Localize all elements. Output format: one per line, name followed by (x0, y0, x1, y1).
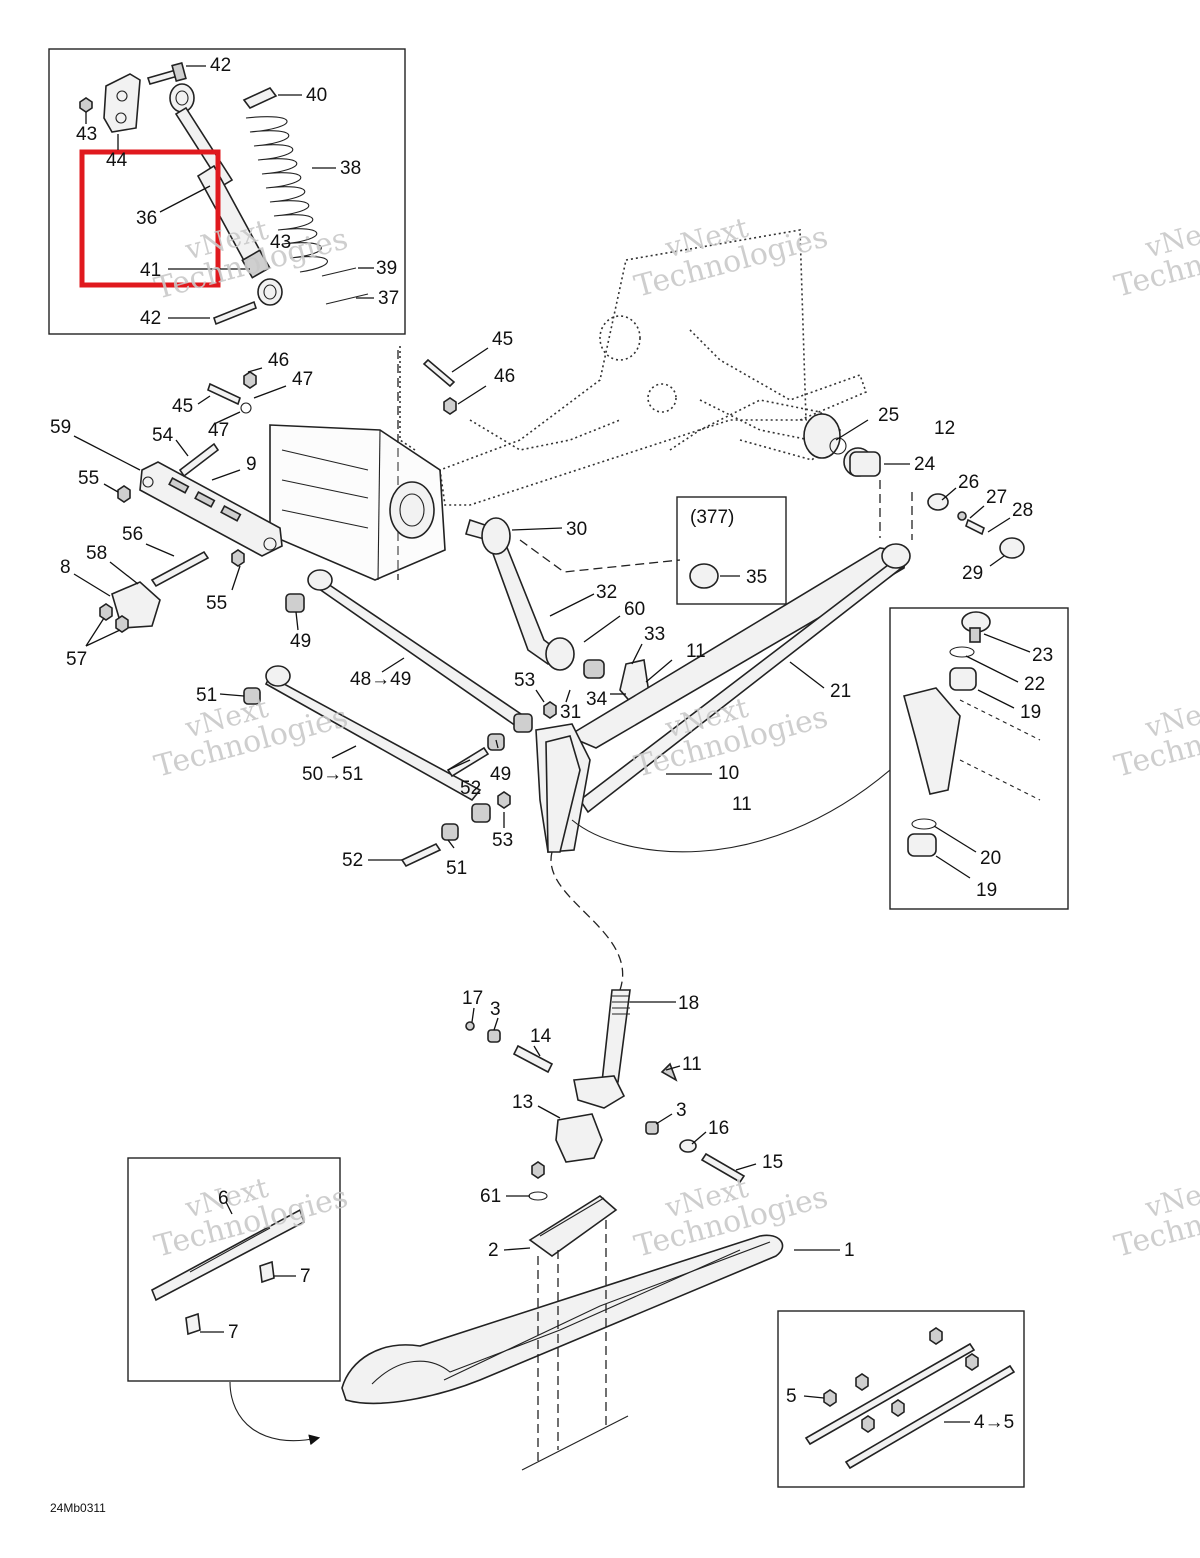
callout-41: 41 (140, 260, 161, 281)
callout-19b: 19 (976, 880, 997, 901)
callout-58: 58 (86, 543, 107, 564)
callout-18: 18 (678, 993, 699, 1014)
callout-21: 21 (830, 681, 851, 702)
carbide-inset (127, 1157, 341, 1382)
callout-49a: 49 (290, 631, 311, 652)
highlight-box (79, 149, 221, 288)
callout-42a: 42 (210, 55, 231, 76)
callout-45a: 45 (492, 329, 513, 350)
shock-inset (48, 48, 406, 335)
callout-43a: 43 (76, 124, 97, 145)
runner-inset (777, 1310, 1025, 1488)
callout-52b: 52 (342, 850, 363, 871)
callout-36: 36 (136, 208, 157, 229)
spindle-inset (889, 607, 1069, 910)
callout-44: 44 (106, 150, 128, 171)
callout-40: 40 (306, 85, 327, 106)
callout-59: 59 (50, 417, 71, 438)
callout-27: 27 (986, 487, 1007, 508)
callout-46b: 46 (494, 366, 515, 387)
callout-55b: 55 (206, 593, 227, 614)
callout-12: 12 (934, 418, 955, 439)
callout-17: 17 (462, 988, 483, 1009)
callout-28: 28 (1012, 500, 1033, 521)
callout-3a: 3 (490, 999, 501, 1020)
callout-19a: 19 (1020, 702, 1041, 723)
callout-20: 20 (980, 848, 1001, 869)
callout-377: (377) (690, 507, 734, 528)
callout-5: 5 (786, 1386, 797, 1407)
callout-46a: 46 (268, 350, 289, 371)
callout-15: 15 (762, 1152, 783, 1173)
callout-23: 23 (1032, 645, 1053, 666)
tie-rods (243, 569, 557, 868)
a-arm (535, 437, 1025, 853)
callout-51b: 51 (446, 858, 467, 879)
callout-53a: 53 (514, 670, 535, 691)
callout-57: 57 (66, 649, 87, 670)
callout-14: 14 (530, 1026, 552, 1047)
callout-13: 13 (512, 1092, 533, 1113)
callout-34: 34 (586, 689, 608, 710)
callout-61: 61 (480, 1186, 501, 1207)
callout-16: 16 (708, 1118, 729, 1139)
callout-4849: 48→49 (350, 669, 411, 690)
callout-5051: 50→51 (302, 764, 363, 785)
callout-45b: 45 (172, 396, 193, 417)
callout-10: 10 (718, 763, 739, 784)
ski-leg (465, 989, 746, 1184)
leader-lines (73, 347, 1031, 1423)
ski (341, 1161, 784, 1471)
callout-33: 33 (644, 624, 665, 645)
callout-24: 24 (914, 454, 936, 475)
callout-35: 35 (746, 567, 767, 588)
callout-45c: 4→5 (974, 1412, 1014, 1433)
steering-arm (99, 371, 283, 633)
callout-3b: 3 (676, 1100, 687, 1121)
callout-37: 37 (378, 288, 399, 309)
callout-42b: 42 (140, 308, 161, 329)
callout-38: 38 (340, 158, 361, 179)
callout-55a: 55 (78, 468, 99, 489)
callout-51a: 51 (196, 685, 217, 706)
callout-49b: 49 (490, 764, 511, 785)
callout-60: 60 (624, 599, 645, 620)
callout-32: 32 (596, 582, 617, 603)
callout-47b: 47 (208, 420, 229, 441)
callout-56: 56 (122, 524, 143, 545)
callout-39: 39 (376, 258, 397, 279)
callout-54: 54 (152, 425, 174, 446)
callout-8: 8 (60, 557, 71, 578)
callout-22: 22 (1024, 674, 1045, 695)
callout-2: 2 (488, 1240, 499, 1261)
callout-7b: 7 (228, 1322, 239, 1343)
callout-11a: 11 (686, 641, 706, 662)
callout-53b: 53 (492, 830, 513, 851)
callout-52a: 52 (460, 778, 481, 799)
callout-9: 9 (246, 454, 257, 475)
drawing-code: 24Mb0311 (50, 1501, 106, 1515)
callout-31: 31 (560, 702, 581, 723)
callout-7a: 7 (300, 1266, 311, 1287)
callout-47a: 47 (292, 369, 313, 390)
callout-11b: 11 (732, 794, 752, 815)
shock-bracket (103, 73, 141, 133)
callout-25: 25 (878, 405, 899, 426)
callout-26: 26 (958, 472, 979, 493)
kit-box-377 (676, 496, 787, 605)
callout-43b: 43 (270, 232, 291, 253)
watermarks: vNext Technologies vNext Technologies vN… (151, 211, 1200, 1265)
shock-spring (245, 116, 329, 273)
callout-6: 6 (218, 1188, 229, 1209)
callout-30: 30 (566, 519, 587, 540)
callout-11c: 11 (682, 1054, 702, 1075)
callout-29: 29 (962, 563, 983, 584)
callout-1: 1 (844, 1240, 855, 1261)
